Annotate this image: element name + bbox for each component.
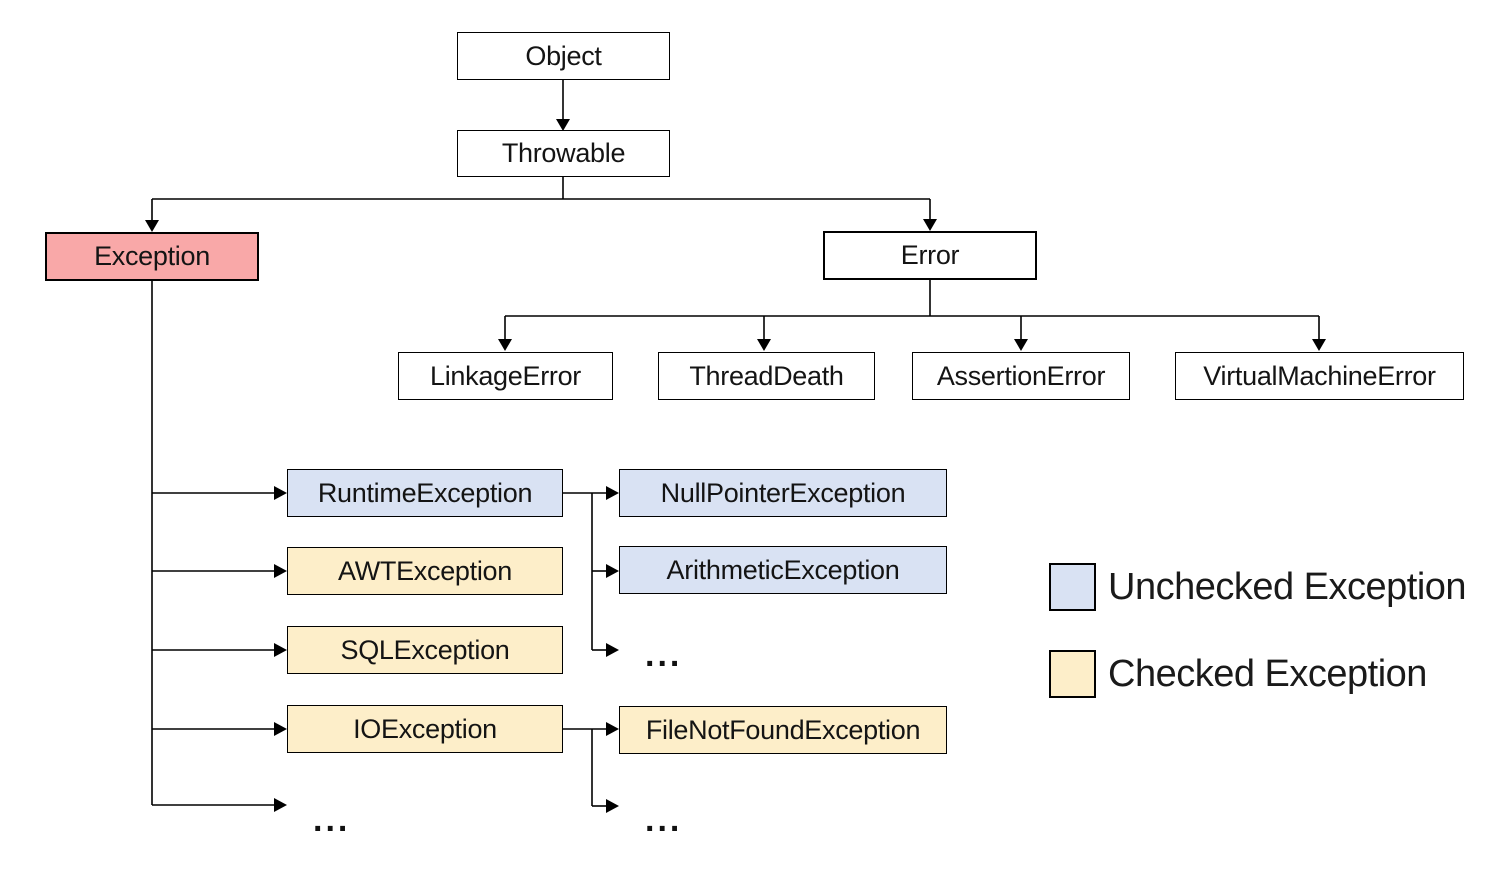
node-error: Error: [823, 231, 1037, 280]
node-null-pointer-exception: NullPointerException: [619, 469, 947, 517]
node-object: Object: [457, 32, 670, 80]
node-file-not-found-exception: FileNotFoundException: [619, 706, 947, 754]
legend-unchecked-swatch: [1049, 563, 1096, 611]
legend-checked-label: Checked Exception: [1108, 652, 1427, 695]
arrow-throwable-to-children: [145, 177, 937, 232]
node-sql-exception: SQLException: [287, 626, 563, 674]
arrow-runtime-to-children: [563, 486, 619, 657]
node-assertion-error: AssertionError: [912, 352, 1130, 400]
legend-unchecked-label: Unchecked Exception: [1108, 565, 1467, 608]
legend-checked-swatch: [1049, 650, 1096, 698]
arrow-exception-to-children: [151, 281, 287, 812]
ellipsis-io-more: ...: [645, 801, 683, 839]
node-awt-exception: AWTException: [287, 547, 563, 595]
arrow-error-to-children: [498, 280, 1326, 351]
node-arithmetic-exception: ArithmeticException: [619, 546, 947, 594]
arrow-io-to-children: [563, 722, 619, 813]
node-thread-death: ThreadDeath: [658, 352, 875, 400]
node-runtime-exception: RuntimeException: [287, 469, 563, 517]
node-throwable: Throwable: [457, 130, 670, 177]
ellipsis-exception-more: ...: [313, 801, 351, 839]
node-exception: Exception: [45, 232, 259, 281]
ellipsis-runtime-more: ...: [645, 636, 683, 674]
node-io-exception: IOException: [287, 705, 563, 753]
node-linkage-error: LinkageError: [398, 352, 613, 400]
arrow-object-to-throwable: [556, 80, 570, 131]
node-virtual-machine-error: VirtualMachineError: [1175, 352, 1464, 400]
